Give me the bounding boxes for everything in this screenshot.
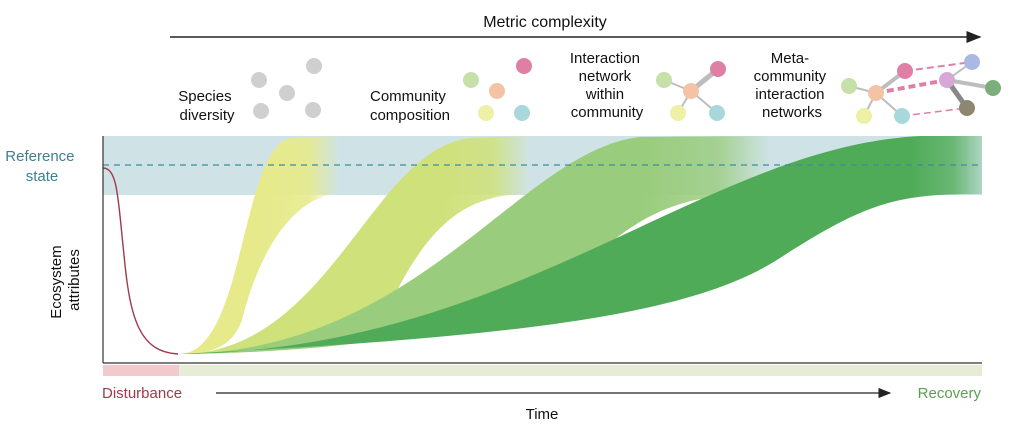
metric-label-species-diversity: Species diversity — [178, 88, 236, 124]
metacommunity-network-band — [179, 136, 982, 354]
interaction-network-band — [179, 136, 770, 354]
time-label: Time — [526, 406, 559, 423]
reference-state-label: Reference state — [5, 148, 78, 185]
disturbance-label: Disturbance — [102, 385, 182, 402]
metric-label-metacommunity-networks: Meta- community interaction networks — [754, 50, 831, 121]
recovery-label: Recovery — [918, 385, 982, 402]
disturbance-curve — [102, 167, 179, 355]
species-diversity-band — [179, 136, 340, 354]
metric-label-interaction-network: Interaction network within community — [570, 50, 644, 121]
disturbance-bar — [103, 365, 179, 376]
community-composition-icon — [463, 58, 532, 121]
metacommunity-network-icon — [841, 54, 1001, 124]
metric-label-community-composition: Community composition — [370, 88, 450, 124]
y-axis-label: Ecosystem attributes — [48, 241, 83, 319]
community-composition-band — [179, 136, 530, 354]
species-diversity-icon — [251, 58, 322, 119]
interaction-network-icon — [656, 61, 726, 121]
recovery-bands — [179, 136, 982, 354]
metric-complexity-label: Metric complexity — [483, 14, 607, 31]
recovery-bar — [179, 365, 982, 376]
